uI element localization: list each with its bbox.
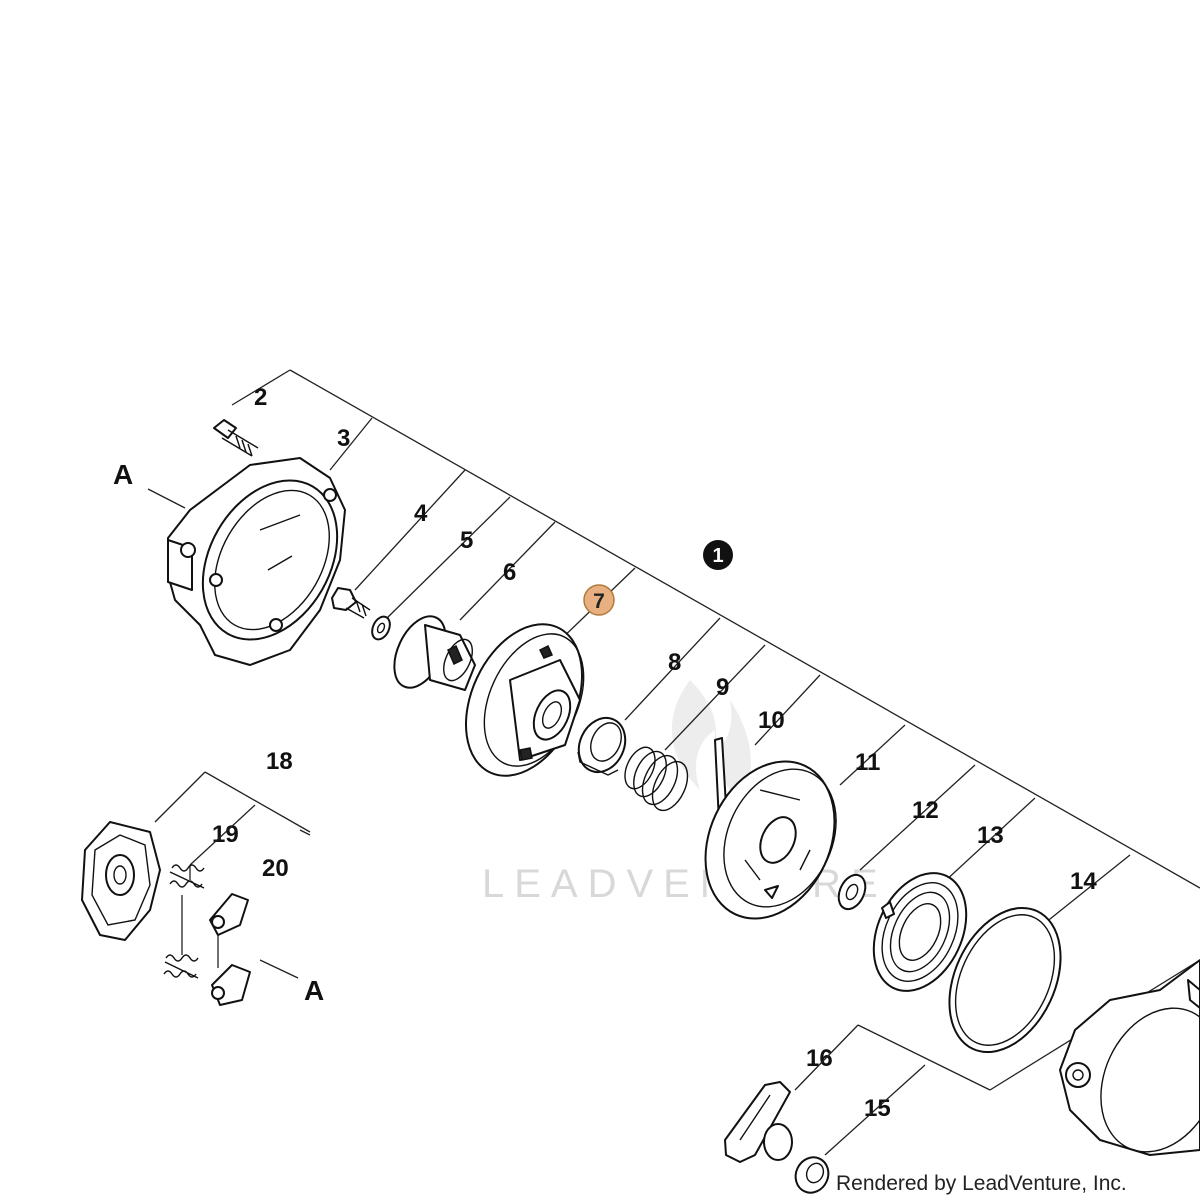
callout-8: 8 (668, 649, 681, 676)
part-3-recoil-housing (167, 457, 346, 666)
callout-7: 7 (593, 590, 605, 613)
callout-16: 16 (806, 1045, 833, 1072)
callout-7-highlighted: 7 (583, 584, 615, 616)
part-18-pawl-carrier (81, 821, 161, 941)
callout-2: 2 (254, 384, 267, 411)
watermark-flame-logo (671, 680, 751, 800)
callout-11: 11 (855, 749, 880, 776)
part-16-handle (724, 1081, 793, 1163)
reference-pointer-a-top (147, 488, 186, 509)
reference-label-a-top: A (113, 459, 133, 490)
callout-4: 4 (414, 500, 428, 527)
part-20-pawl-lower (211, 964, 251, 1006)
callout-9: 9 (716, 674, 729, 701)
part-8-clip (577, 716, 627, 776)
part-12-rewind-spring (872, 872, 968, 992)
part-15-grommet (794, 1156, 830, 1194)
callout-6: 6 (503, 559, 516, 586)
part-2-screw (213, 419, 259, 457)
part-19-spring-upper (169, 864, 205, 889)
footer-credit: Rendered by LeadVenture, Inc. (836, 1172, 1127, 1195)
part-11-washer (837, 873, 867, 911)
part-5-washer (371, 615, 391, 641)
callout-7-badge (583, 584, 615, 616)
callout-3: 3 (337, 425, 350, 452)
assembly-marker: 1 (703, 540, 733, 570)
callout-19: 19 (212, 821, 239, 848)
callout-14: 14 (1070, 868, 1097, 895)
handle-bracket (794, 1024, 991, 1156)
sub-assembly-bracket (154, 771, 311, 968)
watermark-text: LEADVENTURE (482, 862, 888, 906)
reference-label-a-bottom: A (304, 975, 324, 1006)
callout-10: 10 (758, 707, 785, 734)
part-9-spring (624, 746, 689, 812)
part-6-hub (393, 615, 476, 691)
part-10-spring-housing (704, 737, 837, 920)
reference-pointer-a-bottom (259, 959, 299, 979)
assembly-marker-badge (703, 540, 733, 570)
callout-18: 18 (266, 748, 293, 775)
callout-20: 20 (262, 855, 289, 882)
part-7-rope-pulley (464, 623, 585, 777)
part-14-cover (1059, 959, 1200, 1156)
part-19-spring-lower (163, 954, 199, 979)
assembly-marker-number: 1 (712, 545, 723, 567)
part-4-screw (331, 587, 371, 619)
callout-13: 13 (977, 822, 1004, 849)
assembly-bracket (231, 369, 1200, 1091)
part-20-pawl-upper (209, 893, 249, 936)
part-13-ring (948, 906, 1062, 1054)
callout-5: 5 (460, 527, 473, 554)
callout-12: 12 (912, 797, 939, 824)
